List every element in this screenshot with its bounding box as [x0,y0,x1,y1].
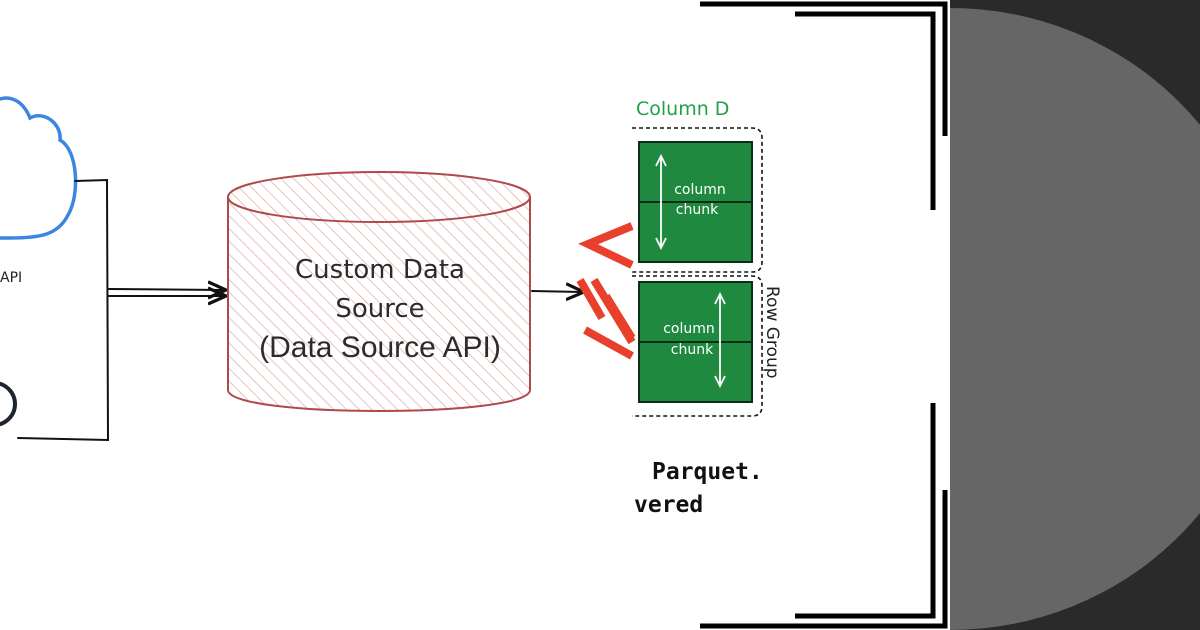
parquet-caption-line1: Parquet. [652,459,763,485]
column-chunk-bottom [638,281,753,403]
row-group-box-top [632,127,763,273]
row-group-label: Row Group [762,286,782,379]
chunk-top-label-line2: chunk [675,202,719,218]
chunk-bottom-label-line1: column [663,321,715,337]
datasource-label-line1: Custom Data [295,255,465,285]
cloud-icon [0,96,78,240]
half-circle [950,8,1200,630]
datasource-cylinder [227,171,531,412]
parquet-panel-bg [632,60,792,490]
api-label-fragment: API [0,270,23,286]
connector-lines [17,178,582,442]
datasource-label-line3: (Data Source API) [259,331,501,364]
row-group-box-bottom [632,275,763,417]
parquet-caption-line2: vered [634,492,704,518]
chunk-bottom-label-line2: chunk [670,342,714,358]
parquet-logo-icon [576,222,636,360]
chunk-top-label-line1: column [674,182,726,198]
column-chunk-top [638,141,753,263]
column-d-title: Column D [636,98,730,120]
circle-icon [0,381,17,427]
frame-brackets [700,1,948,629]
datasource-label-line2: Source [335,294,425,324]
